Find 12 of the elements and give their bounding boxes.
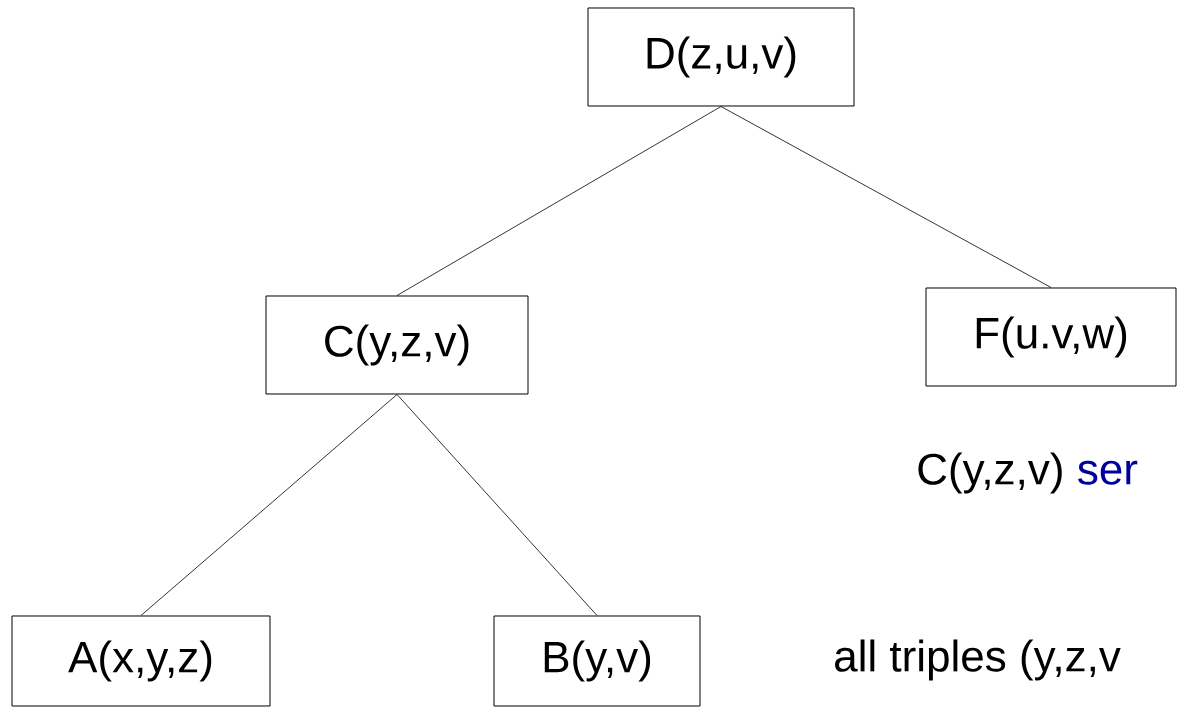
relation-box: F(u.v,w) [925,287,1177,387]
tree-line [396,394,598,616]
relation-box: D(z,u,v) [587,7,855,107]
relation-box: C(y,z,v) [265,295,529,395]
relation-box: B(y,v) [493,615,701,707]
relation-box: A(x,y,z) [11,615,271,707]
note-text: ser [1078,460,1138,485]
tree-line [140,394,398,616]
tree-line [720,106,1052,288]
tree-line [396,106,722,296]
note-text: C(y,z,v) [918,452,1062,494]
note-text: all triples (y,z,v [835,639,1121,681]
